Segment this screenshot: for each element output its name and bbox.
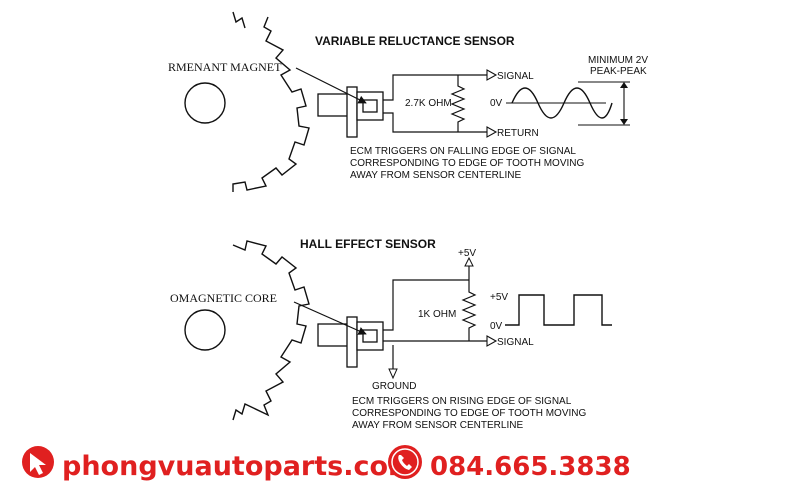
hall-high-label: +5V: [490, 292, 508, 303]
vr-note-line3: AWAY FROM SENSOR CENTERLINE: [350, 170, 521, 181]
phone-icon: [388, 445, 422, 479]
vr-min-line1: MINIMUM 2V: [588, 55, 648, 66]
hall-ground-arrow: [388, 368, 398, 380]
vr-signal-label: SIGNAL: [497, 71, 534, 82]
hall-signal-label: SIGNAL: [497, 337, 534, 348]
vr-circuit: [383, 74, 487, 133]
vr-note-line2: CORRESPONDING TO EDGE OF TOOTH MOVING: [350, 158, 585, 169]
hall-reluctor-wheel: [232, 240, 310, 421]
hall-signal-arrow: [486, 335, 498, 347]
hall-section: HALL EFFECT SENSOR OMAGNETIC CORE +5V 1K…: [170, 237, 612, 431]
hall-circuit: [383, 265, 487, 369]
vr-magnet-pointer: [295, 67, 367, 104]
vr-dimension-bottom-arrow: [620, 119, 628, 125]
hall-sensor-body: [317, 316, 384, 368]
vr-zero-label: 0V: [490, 98, 503, 109]
vr-section: VARIABLE RELUCTANCE SENSOR RMENANT MAGNE…: [168, 11, 648, 192]
hall-note-line2: CORRESPONDING TO EDGE OF TOOTH MOVING: [352, 408, 587, 419]
footer-phone[interactable]: 084.665.3838: [430, 452, 631, 482]
vr-dimension-top-arrow: [620, 82, 628, 88]
hall-title: HALL EFFECT SENSOR: [300, 237, 436, 251]
hall-low-label: 0V: [490, 321, 503, 332]
footer: phongvuautoparts.com 084.665.3838: [22, 445, 631, 482]
vr-sine-wave: [511, 87, 613, 119]
vr-sensor-body: [317, 86, 384, 138]
vr-note-line1: ECM TRIGGERS ON FALLING EDGE OF SIGNAL: [350, 146, 576, 157]
vr-magnet-label: RMENANT MAGNET: [168, 60, 282, 74]
vr-title: VARIABLE RELUCTANCE SENSOR: [315, 34, 515, 48]
cursor-logo-icon: [22, 446, 54, 478]
vr-return-label: RETURN: [497, 128, 539, 139]
hall-supply-arrow: [464, 256, 474, 267]
hall-supply-label: +5V: [458, 248, 476, 259]
vr-reluctor-wheel: [232, 11, 310, 192]
hall-square-wave: [505, 294, 612, 326]
hall-wheel-hub: [184, 309, 226, 351]
hall-resistor-label: 1K OHM: [418, 309, 456, 320]
vr-resistor-label: 2.7K OHM: [405, 98, 452, 109]
vr-signal-arrow: [486, 69, 498, 81]
hall-core-label: OMAGNETIC CORE: [170, 291, 277, 305]
hall-core-pointer: [293, 301, 367, 335]
vr-return-arrow: [486, 126, 498, 138]
hall-note-line1: ECM TRIGGERS ON RISING EDGE OF SIGNAL: [352, 396, 572, 407]
hall-note-line3: AWAY FROM SENSOR CENTERLINE: [352, 420, 523, 431]
vr-min-line2: PEAK-PEAK: [590, 66, 647, 77]
vr-wheel-hub: [184, 82, 226, 124]
hall-ground-label: GROUND: [372, 381, 416, 392]
footer-website[interactable]: phongvuautoparts.com: [62, 451, 416, 482]
